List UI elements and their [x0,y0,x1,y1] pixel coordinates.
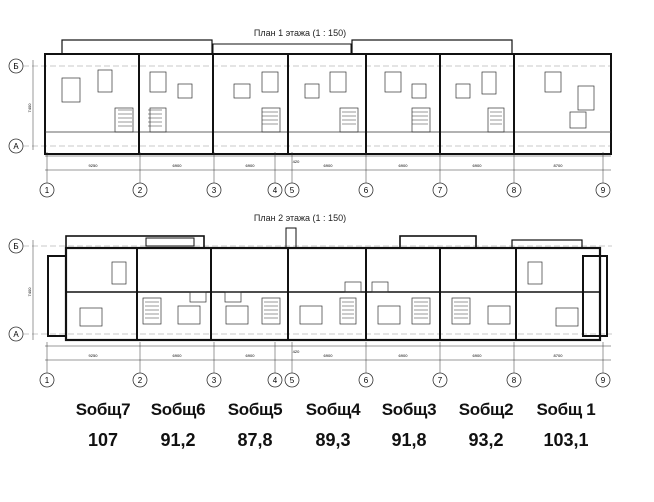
plan2-column-axis-6: 6 [358,342,374,388]
plan1-row-axis-b: Б [8,58,612,74]
plan1-dimension-label: 9250 [89,163,99,168]
area-label: Sобщ7 [75,400,131,419]
plan1-column-axis-label: 1 [45,186,50,195]
floor-plans-drawing: План 1 этажа (1 : 150) Б А 7400 [8,28,612,388]
plan1-column-axis-label: 5 [290,186,295,195]
plan1-dimension-label: 6900 [324,163,334,168]
plan2-column-axis-label: 4 [273,376,278,385]
plan1-column-axis-6: 6 [358,152,374,198]
plan2-column-axis-1: 1 [39,342,55,388]
plan2-column-axis-4: 4 [267,342,283,388]
plan2-dimension-label: 6900 [173,353,183,358]
plan2-column-axis-label: 3 [212,376,217,385]
plan2-dimension-label: 8700 [554,353,564,358]
plan1-column-axis-5: 5 [284,152,300,198]
plan1-title: План 1 этажа (1 : 150) [254,28,346,38]
plan1-column-axis-label: 9 [601,186,606,195]
floor-plan-1: План 1 этажа (1 : 150) Б А 7400 [8,28,612,198]
plan1-column-axes: 1 2 3 4 5 6 7 8 9 [39,152,611,198]
plan1-row-axis-b-label: Б [13,62,18,71]
plan2-title: План 2 этажа (1 : 150) [254,213,346,223]
plan2-dimension-label: 6900 [473,353,483,358]
plan1-column-axis-9: 9 [595,152,611,198]
area-value: 103,1 [543,430,589,450]
plan1-column-axis-1: 1 [39,152,55,198]
plan1-column-axis-2: 2 [132,152,148,198]
area-label: Sобщ2 [458,400,514,419]
plan2-column-axis-label: 8 [512,376,517,385]
plan2-column-axis-2: 2 [132,342,148,388]
plan2-dimension-label: 6900 [399,353,409,358]
plan2-row-axis-b-label: Б [13,242,18,251]
plan1-dimensions: 9250 6900 6900 6900 6900 6900 8700 [89,163,564,168]
plan1-column-axis-label: 6 [364,186,369,195]
plan2-outline [64,246,602,342]
plan1-dimension-label: 8700 [554,163,564,168]
area-value: 93,2 [468,430,504,450]
plan1-column-axis-label: 4 [273,186,278,195]
plan2-dimension-label: 6900 [324,353,334,358]
plan2-column-axis-9: 9 [595,342,611,388]
area-value: 91,8 [391,430,427,450]
area-label: Sобщ6 [150,400,206,419]
area-values-row: 107 91,2 87,8 89,3 91,8 93,2 103,1 [0,430,654,454]
plan2-column-axis-8: 8 [506,342,522,388]
plan2-row-axis-a-label: А [13,330,19,339]
plan1-column-axis-label: 2 [138,186,143,195]
area-value: 107 [87,430,119,450]
plan1-outline [44,53,612,155]
plan2-column-axis-label: 9 [601,376,606,385]
plan1-column-axis-7: 7 [432,152,448,198]
plan2-column-axis-label: 7 [438,376,443,385]
plan2-column-axis-3: 3 [206,342,222,388]
plan2-column-axes: 1 2 3 4 5 6 7 8 9 [39,342,611,388]
plan1-furniture [61,69,595,133]
plan2-row-axis-a: А [8,326,612,342]
plan2-gap-dim: 420 [293,349,300,354]
plan1-row-axis-a-label: А [13,142,19,151]
area-label: Sобщ3 [381,400,437,419]
area-value: 87,8 [237,430,273,450]
area-label: Sобщ4 [305,400,361,419]
area-labels-row: Sобщ7 Sобщ6 Sобщ5 Sобщ4 Sобщ3 Sобщ2 Sобщ 1 [0,400,654,424]
plan2-column-axis-label: 6 [364,376,369,385]
plan2-dimension-label: 6900 [246,353,256,358]
area-label: Sобщ 1 [536,400,596,419]
plan2-column-axis-label: 2 [138,376,143,385]
plan2-column-axis-label: 5 [290,376,295,385]
plan1-height-dim: 7400 [27,103,32,113]
plan2-height-dim: 7400 [27,287,32,297]
plan1-column-axis-4: 4 [267,152,283,198]
plan2-column-axis-7: 7 [432,342,448,388]
plan1-gap-dim: 420 [293,159,300,164]
plan1-column-axis-label: 8 [512,186,517,195]
plan1-column-axis-label: 3 [212,186,217,195]
area-value: 89,3 [315,430,351,450]
plan2-row-axis-b: Б [8,238,612,254]
plan2-column-axis-label: 1 [45,376,50,385]
plan2-dimensions: 9250 6900 6900 6900 6900 6900 8700 [89,353,564,358]
plan1-dimension-label: 6900 [173,163,183,168]
plan1-dimension-label: 6900 [246,163,256,168]
plan1-row-axis-a: А [8,138,612,154]
plan1-column-axis-8: 8 [506,152,522,198]
area-label: Sобщ5 [227,400,283,419]
plan2-column-axis-5: 5 [284,342,300,388]
plan2-dimension-label: 9250 [89,353,99,358]
plan1-dimension-label: 6900 [399,163,409,168]
plan1-column-axis-label: 7 [438,186,443,195]
plan2-furniture [79,261,579,327]
plan1-dimension-label: 6900 [473,163,483,168]
floor-plan-2: План 2 этажа (1 : 150) Б А 7400 [8,213,612,388]
plan1-column-axis-3: 3 [206,152,222,198]
area-value: 91,2 [160,430,196,450]
